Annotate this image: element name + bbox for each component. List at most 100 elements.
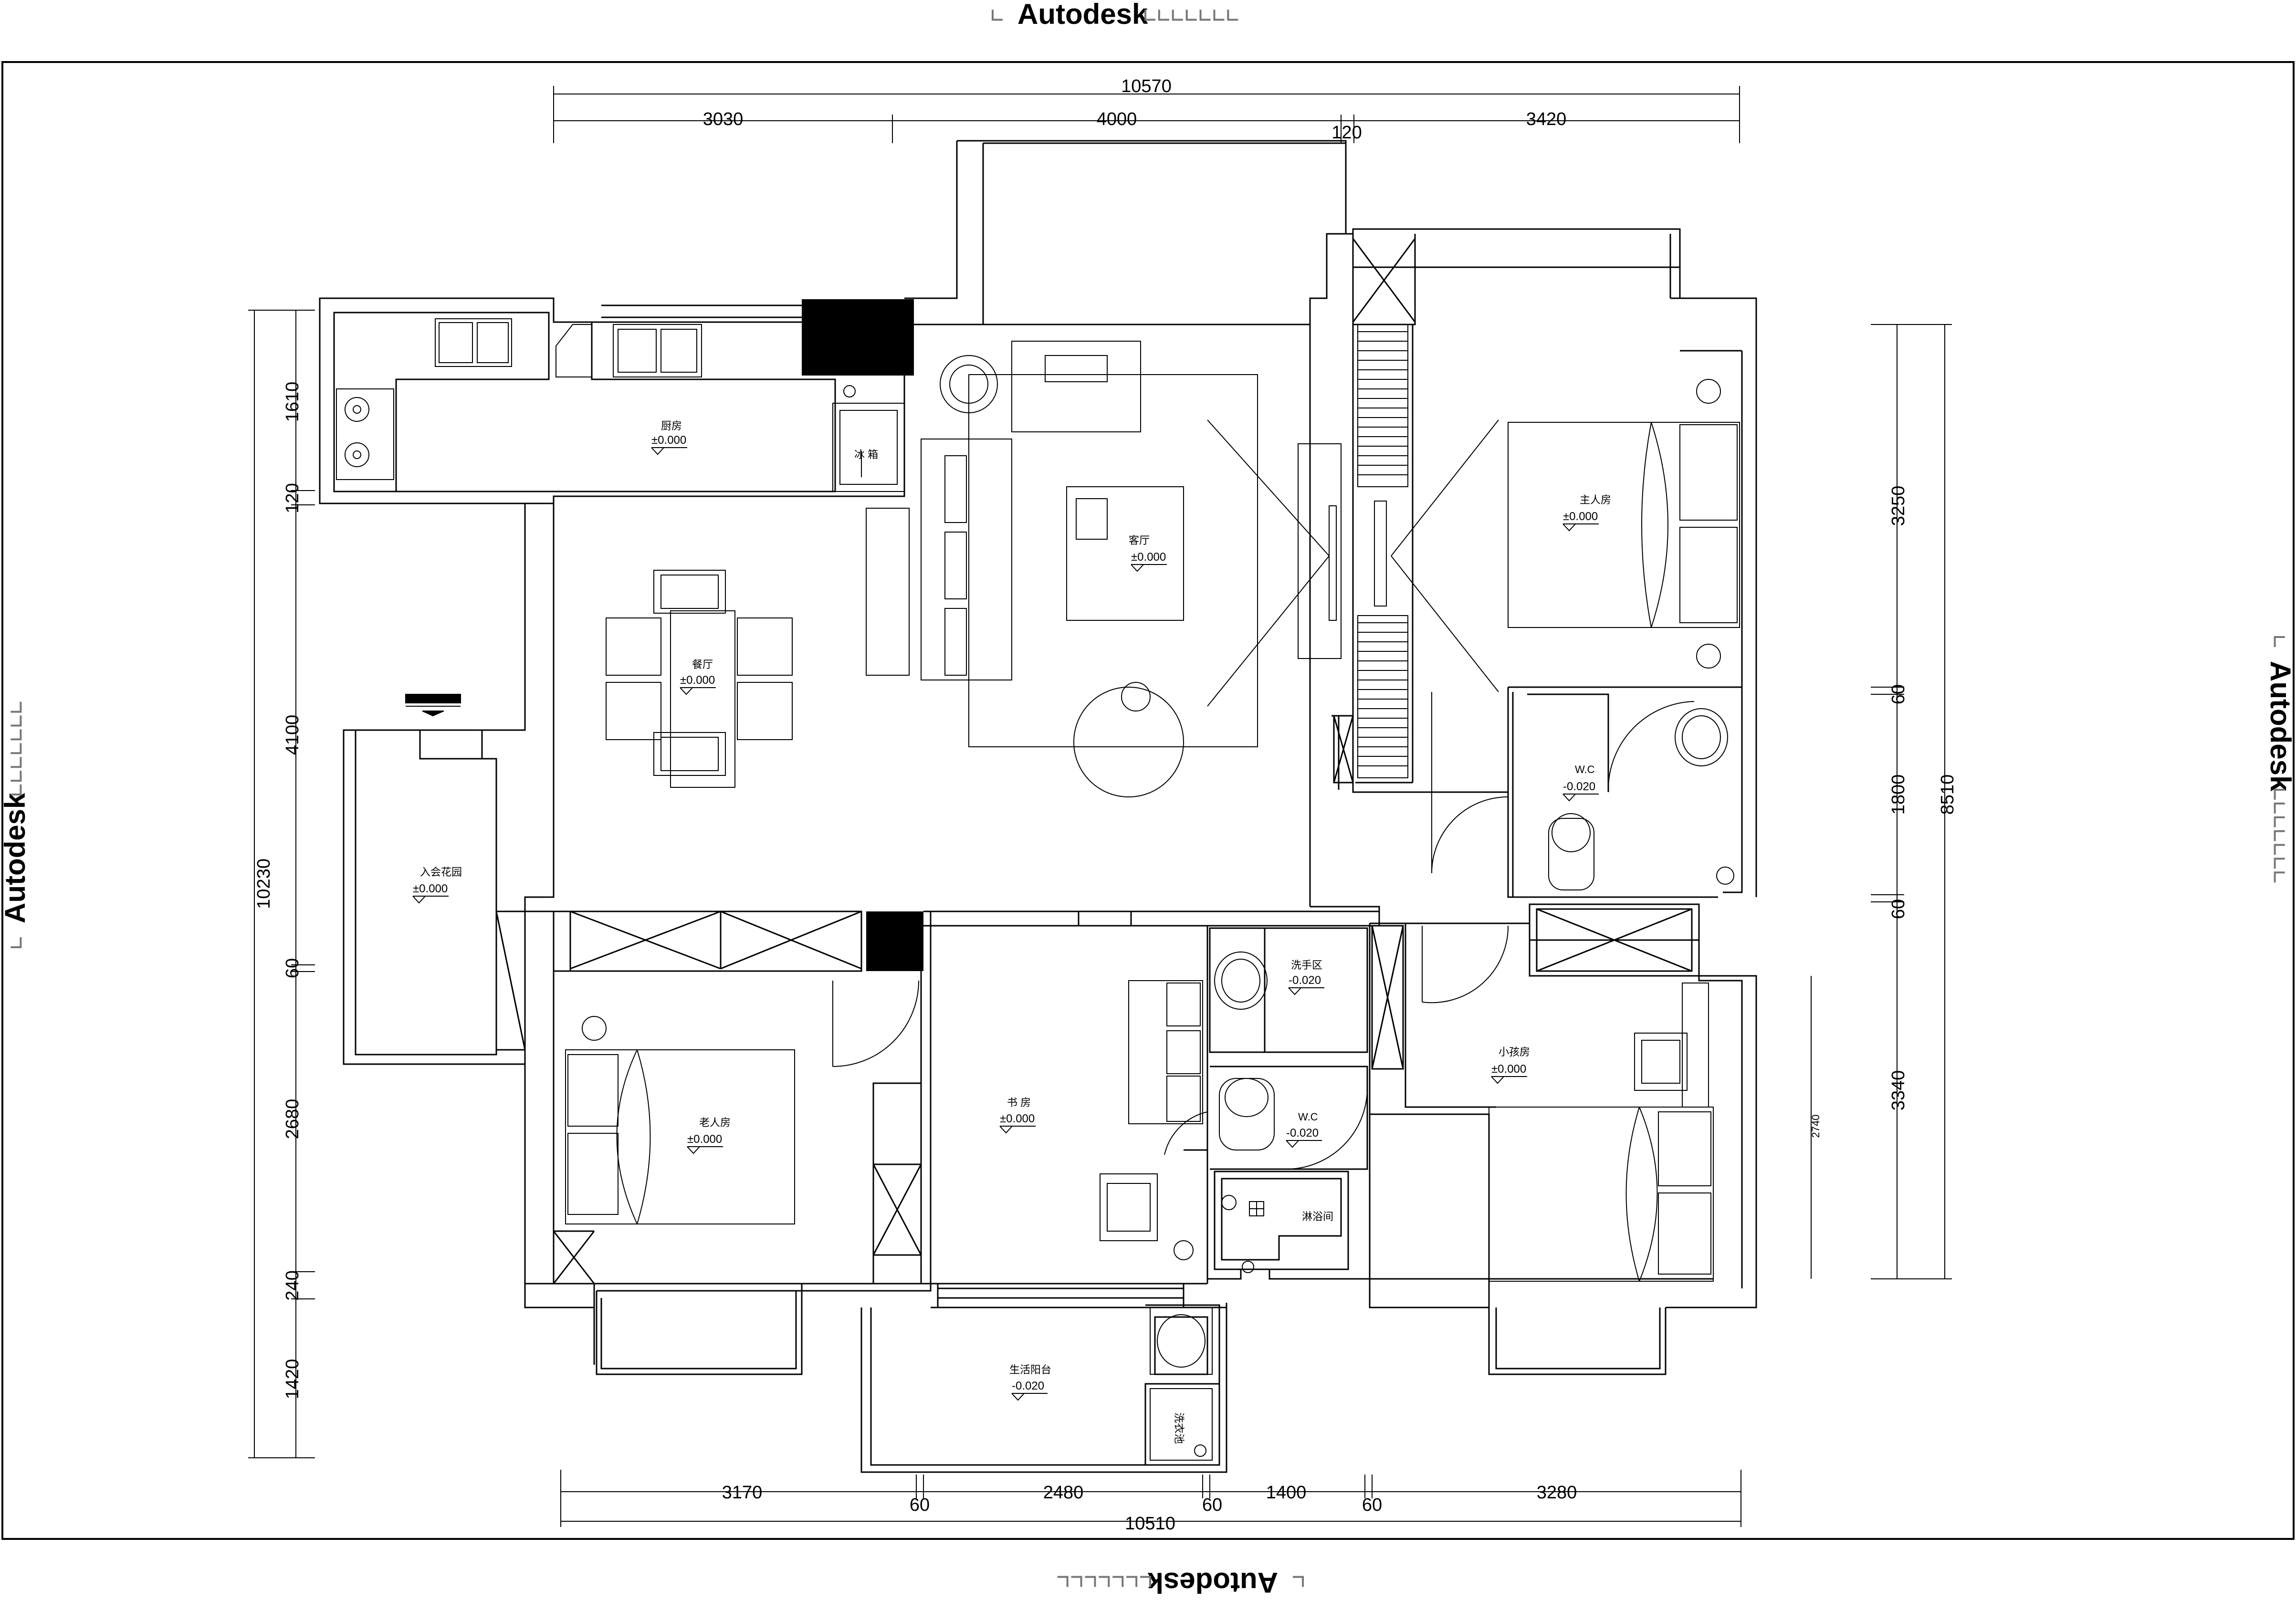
watermark-bottom: ∟ Autodesk ∟∟∟∟∟∟∟ <box>1056 1567 1305 1599</box>
wash-basin <box>1675 708 1728 766</box>
child-bedroom-furniture <box>1422 925 1714 1282</box>
wash-basin <box>1214 952 1268 1010</box>
label-shower: 淋浴间 <box>1302 1211 1333 1223</box>
lounge-chair <box>1073 687 1184 797</box>
label-kitchen: 厨房 <box>661 420 682 432</box>
label-fridge: 冰 箱 <box>854 449 878 460</box>
lamp-icon <box>1696 644 1721 669</box>
dim-bottom-6: 60 <box>1362 1495 1382 1515</box>
level-wc: -0.020 <box>1286 1127 1319 1140</box>
dim-bottom-7: 3280 <box>1537 1483 1577 1503</box>
level-kitchen: ±0.000 <box>651 434 686 447</box>
dim-top-1: 3030 <box>703 109 744 129</box>
master-bedroom-furniture <box>1391 379 1740 890</box>
dim-left-total: 10230 <box>254 858 274 909</box>
dim-right-5: 3340 <box>1888 1070 1908 1111</box>
dining-chair <box>737 682 793 740</box>
tv-cabinet <box>1298 443 1342 659</box>
child-chair <box>1634 1033 1688 1091</box>
dim-bottom-total: 10510 <box>1125 1514 1175 1534</box>
level-balcony: -0.020 <box>1012 1380 1044 1392</box>
dimension-lines <box>248 86 1952 1527</box>
dim-left-6: 240 <box>283 1270 303 1300</box>
sink-left <box>435 318 512 367</box>
level-elder-bedroom: ±0.000 <box>687 1133 722 1146</box>
label-washing-area: 洗手区 <box>1291 959 1322 971</box>
rug <box>968 374 1258 747</box>
dim-left-1: 1610 <box>283 382 303 422</box>
fridge <box>832 403 905 492</box>
elder-bedroom-furniture <box>565 980 919 1224</box>
dim-top-2: 4000 <box>1097 109 1137 129</box>
staircase <box>1357 324 1408 778</box>
watermark-left: ∟ Autodesk ∟∟∟∟∟∟∟ <box>0 701 31 950</box>
dim-right-2: 60 <box>1888 684 1908 704</box>
dim-top-3: 120 <box>1331 123 1362 143</box>
watermark-top: ∟ Autodesk ∟∟∟∟∟∟∟ <box>990 0 1239 30</box>
watermark-left-text: Autodesk <box>0 793 31 923</box>
watermark-top-text: Autodesk <box>1017 0 1148 30</box>
sink-right <box>613 324 702 377</box>
dining-set <box>405 570 793 788</box>
walls <box>319 140 1757 1473</box>
round-table <box>940 355 998 413</box>
dim-bottom-4: 60 <box>1202 1495 1222 1515</box>
dim-right-4: 60 <box>1888 899 1908 919</box>
entry-arrow <box>405 694 461 703</box>
child-bed <box>1489 1107 1714 1282</box>
study-furniture <box>1100 980 1208 1260</box>
coffee-table <box>1066 486 1184 621</box>
watermark-top-ticks: ∟∟∟∟∟∟∟ <box>1143 3 1239 30</box>
dimension-labels: 10570 3030 4000 120 3420 10510 3170 60 2… <box>254 76 1958 1534</box>
watermark-bottom-text: Autodesk <box>1147 1567 1278 1599</box>
label-elder-bedroom: 老人房 <box>699 1117 731 1129</box>
study-chair <box>1100 1173 1158 1241</box>
dim-right-inner: 2740 <box>1810 1115 1822 1138</box>
dim-top-total: 10570 <box>1121 76 1172 96</box>
dim-bottom-2: 60 <box>910 1495 930 1515</box>
level-master-wc: -0.020 <box>1563 780 1595 793</box>
toilet <box>1548 818 1594 890</box>
dining-chair <box>653 732 726 776</box>
dim-left-3: 4100 <box>283 715 303 755</box>
watermark-right-ticks: ∟∟∟∟∟∟∟ <box>2265 787 2292 884</box>
dim-left-2: 120 <box>283 483 303 513</box>
dim-right-total: 8510 <box>1938 774 1958 815</box>
label-master-bedroom: 主人房 <box>1580 494 1611 506</box>
label-living-room: 客厅 <box>1129 534 1150 546</box>
dim-left-4: 60 <box>283 958 303 978</box>
level-child-bedroom: ±0.000 <box>1491 1063 1526 1076</box>
watermark-right-text: Autodesk <box>2265 661 2296 792</box>
level-study: ±0.000 <box>1000 1112 1035 1125</box>
label-master-wc: W.C <box>1575 763 1595 775</box>
label-balcony: 生活阳台 <box>1009 1364 1051 1376</box>
dining-chair <box>653 570 726 614</box>
level-master-bedroom: ±0.000 <box>1563 510 1598 523</box>
laundry-sink <box>1150 1388 1213 1461</box>
watermark-top-corner: ∟ <box>990 3 1004 30</box>
dim-left-7: 1420 <box>283 1359 303 1400</box>
dining-table <box>670 610 735 788</box>
label-wc: W.C <box>1298 1111 1318 1123</box>
armchair <box>1011 341 1141 432</box>
dim-left-5: 2680 <box>283 1099 303 1140</box>
level-entry-garden: ±0.000 <box>413 882 448 895</box>
dim-right-3: 1800 <box>1888 774 1908 815</box>
sofa <box>921 439 1012 680</box>
drawing-frame <box>1 61 2295 1540</box>
watermark-left-ticks: ∟∟∟∟∟∟∟ <box>4 701 31 797</box>
dim-bottom-1: 3170 <box>722 1483 763 1503</box>
level-living-room: ±0.000 <box>1131 551 1166 564</box>
stove <box>336 388 394 480</box>
watermark-bottom-ticks: ∟∟∟∟∟∟∟ <box>1056 1567 1153 1594</box>
level-markers <box>412 447 1599 1401</box>
dim-top-4: 3420 <box>1526 109 1567 129</box>
dim-right-1: 3250 <box>1888 486 1908 526</box>
label-entry-garden: 入会花园 <box>420 866 462 878</box>
room-labels: 厨房 ±0.000 冰 箱 客厅 ±0.000 餐厅 ±0.000 主人房 ±0… <box>413 420 1611 1444</box>
study-sofa <box>1128 980 1203 1124</box>
label-study: 书 房 <box>1007 1097 1031 1108</box>
label-child-bedroom: 小孩房 <box>1499 1046 1530 1058</box>
dim-bottom-5: 1400 <box>1266 1483 1307 1503</box>
dining-chair <box>606 617 661 676</box>
